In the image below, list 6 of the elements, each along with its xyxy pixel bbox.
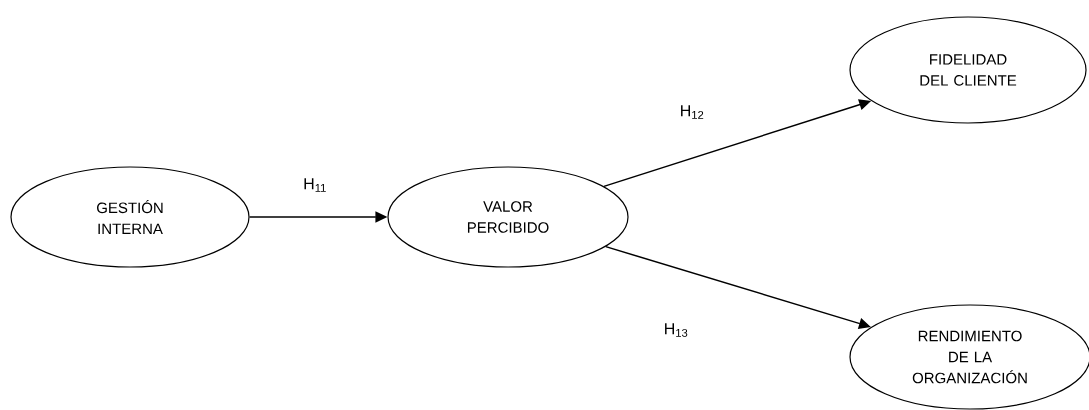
edge-label: H$_{13}$ (662, 322, 690, 338)
edge-label: H$_{12}$ (678, 104, 706, 120)
ellipse-node: VALOR PERCIBIDO (387, 166, 629, 268)
edge-label: H$_{11}$ (302, 177, 328, 193)
ellipse-node: FIDELIDAD DEL CLIENTE (849, 16, 1087, 124)
ellipse-node: GESTIÓN INTERNA (10, 166, 250, 268)
